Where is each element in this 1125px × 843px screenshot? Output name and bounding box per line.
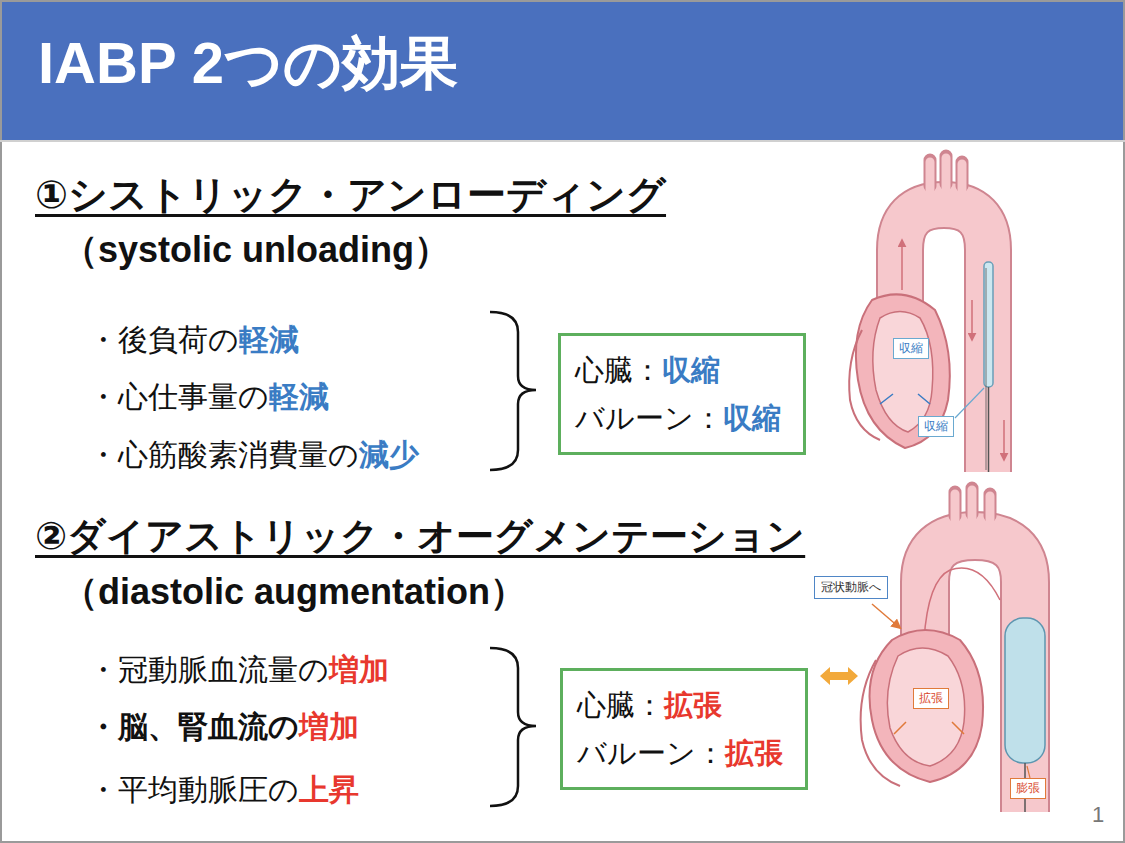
text-row: 心臓：収縮 [575, 352, 789, 388]
box-text: 収縮 [723, 402, 781, 434]
slide-title: IABP 2つの効果 [38, 28, 458, 98]
box-text: 拡張 [664, 689, 722, 721]
heart-diastole [887, 648, 964, 766]
emphasis-text: 増加 [299, 709, 359, 745]
heart-diastole [870, 630, 984, 782]
section-heading: ①シストリック・アンローディング [35, 172, 666, 219]
callout-label: 冠状動脈へ [814, 576, 888, 599]
text-row: 収縮 [899, 341, 923, 356]
emphasis-text: 減少 [359, 437, 419, 473]
heart-systole [849, 294, 950, 448]
box-text: 拡張 [919, 691, 943, 705]
heart-systole [880, 394, 930, 404]
heart-systole [873, 312, 933, 433]
page-number: 1 [1092, 802, 1104, 828]
callout-label: 収縮 [893, 338, 929, 359]
heart-diastole [894, 722, 964, 734]
emphasis-text: 増加 [329, 652, 389, 688]
callout-label: 拡張 [913, 688, 949, 709]
heart-systole [856, 294, 950, 448]
box-text: 冠状動脈へ [821, 580, 881, 594]
coronary-arrow [872, 604, 900, 628]
text-row: 心臓：拡張 [577, 687, 791, 723]
balloon-inflated [1005, 618, 1045, 763]
callout-label: 収縮 [918, 416, 954, 437]
aorta-systole [1003, 420, 1005, 460]
balloon-deflated [955, 262, 993, 472]
bullet-text: ・後負荷の [88, 322, 239, 358]
text-row: バルーン：拡張 [577, 735, 791, 771]
leader-line [955, 388, 984, 418]
effect-box: 心臓：拡張バルーン：拡張 [560, 668, 808, 790]
leader-line [1027, 766, 1030, 778]
header-bar [0, 0, 1125, 140]
aorta-diastole [924, 568, 1000, 640]
box-text: 収縮 [662, 354, 720, 386]
bullet-text: ・心筋酸素消費量の [88, 437, 359, 473]
bullet-text: ・平均動脈圧の [88, 772, 299, 808]
aorta-systole [930, 158, 962, 190]
emphasis-text: 軽減 [269, 379, 329, 415]
balloon-deflated [988, 387, 990, 472]
text-row: 膨張 [1016, 781, 1040, 796]
section-subheading: （diastolic augmentation） [62, 570, 526, 613]
box-text: 心臓： [575, 354, 662, 386]
text-row: 収縮 [924, 419, 948, 434]
bracket [490, 648, 536, 806]
text-row: バルーン：収縮 [575, 400, 789, 436]
balloon-deflated [986, 268, 987, 470]
box-text: 収縮 [924, 419, 948, 433]
effect-box: 心臓：収縮バルーン：収縮 [558, 333, 806, 455]
bullet-text: ・脳、腎血流の [88, 709, 299, 745]
heart-diastole [861, 660, 900, 786]
bullet-text: ・心仕事量の [88, 379, 269, 415]
coronary-arrow [872, 604, 900, 628]
box-text: 拡張 [725, 737, 783, 769]
balloon-inflated [1005, 618, 1045, 812]
section-heading: ②ダイアストリック・オーグメンテーション [35, 514, 805, 560]
box-text: バルーン： [577, 737, 725, 769]
double-arrow [820, 667, 858, 685]
aorta-systole [971, 300, 973, 340]
balloon-deflated [984, 262, 993, 387]
text-row: 拡張 [919, 691, 943, 706]
emphasis-text: 上昇 [299, 772, 359, 808]
bracket [490, 312, 536, 470]
box-text: 膨張 [1016, 781, 1040, 795]
header-shadow [0, 140, 1125, 142]
box-text: 収縮 [899, 341, 923, 355]
callout-label: 膨張 [1010, 778, 1046, 799]
aorta-diastole [955, 490, 990, 520]
emphasis-text: 軽減 [239, 322, 299, 358]
heart-systole [849, 330, 880, 440]
bracket [490, 312, 536, 806]
box-text: 心臓： [577, 689, 664, 721]
bullet-text: ・冠動脈血流量の [88, 652, 329, 688]
double-arrow [820, 667, 858, 685]
text-row: 冠状動脈へ [821, 580, 881, 595]
section-subheading: （systolic unloading） [62, 228, 450, 271]
box-text: バルーン： [575, 402, 723, 434]
heart-diastole [861, 630, 983, 786]
aorta-systole [901, 240, 903, 290]
